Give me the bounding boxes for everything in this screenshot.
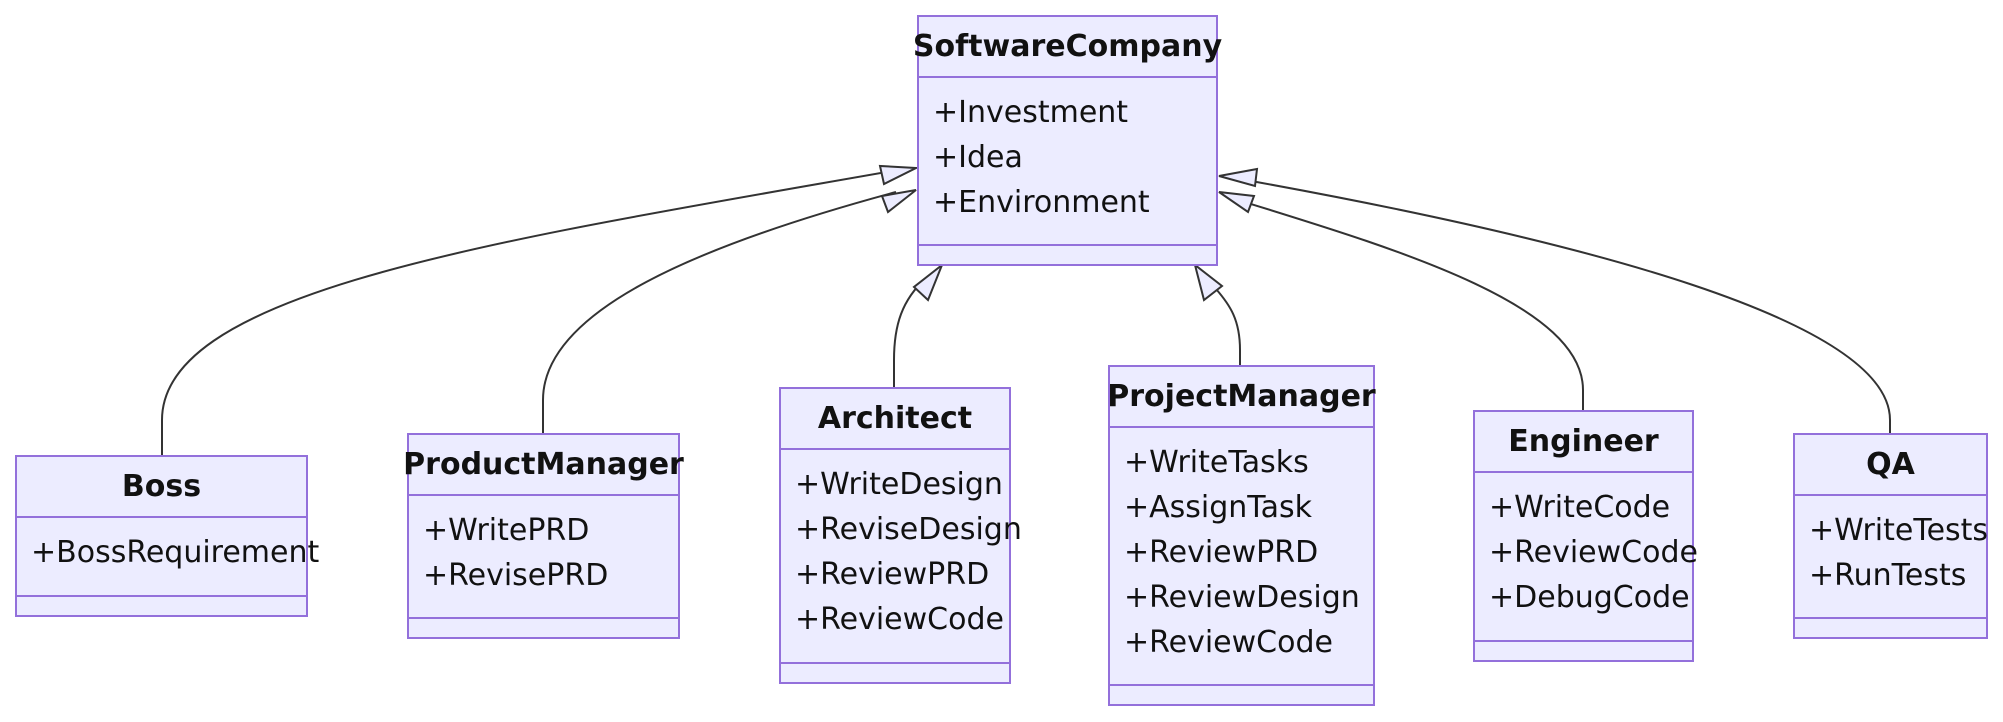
class-methods-boss bbox=[17, 597, 306, 617]
edge-boss-to-softwarecompany bbox=[161, 169, 899, 456]
class-methods-qa bbox=[1795, 619, 1986, 639]
member: +WriteDesign bbox=[795, 467, 1003, 502]
member: +ReviewPRD bbox=[1124, 535, 1319, 570]
member: +ReviewCode bbox=[1489, 535, 1698, 570]
arrowhead-projectmanager bbox=[1193, 262, 1224, 302]
class-title-softwarecompany: SoftwareCompany bbox=[913, 17, 1222, 78]
class-boss[interactable]: Boss +BossRequirement bbox=[15, 455, 320, 617]
class-engineer[interactable]: Engineer +WriteCode +ReviewCode +DebugCo… bbox=[1473, 410, 1698, 662]
class-title-engineer: Engineer bbox=[1475, 412, 1692, 473]
arrowhead-qa bbox=[1218, 167, 1259, 188]
class-productmanager[interactable]: ProductManager +WritePRD +RevisePRD bbox=[403, 433, 684, 639]
member: +Investment bbox=[933, 95, 1129, 130]
member: +ReviewPRD bbox=[795, 557, 990, 592]
arrowhead-boss bbox=[878, 164, 920, 186]
edge-projectmanager-to-softwarecompany bbox=[1215, 288, 1241, 366]
member: +Environment bbox=[933, 185, 1150, 220]
class-title-projectmanager: ProjectManager bbox=[1107, 367, 1376, 428]
class-title-productmanager: ProductManager bbox=[403, 435, 684, 496]
member: +RunTests bbox=[1809, 558, 1967, 593]
class-methods-architect bbox=[781, 664, 1009, 684]
class-members-softwarecompany: +Investment +Idea +Environment bbox=[919, 78, 1216, 246]
class-title-architect: Architect bbox=[781, 389, 1009, 450]
class-members-projectmanager: +WriteTasks +AssignTask +ReviewPRD +Revi… bbox=[1110, 428, 1373, 686]
class-methods-engineer bbox=[1475, 642, 1692, 662]
member: +ReviewDesign bbox=[1124, 580, 1360, 615]
class-members-productmanager: +WritePRD +RevisePRD bbox=[409, 496, 678, 619]
class-architect[interactable]: Architect +WriteDesign +ReviseDesign +Re… bbox=[779, 387, 1022, 684]
edge-productmanager-to-softwarecompany bbox=[542, 191, 897, 434]
class-softwarecompany[interactable]: SoftwareCompany +Investment +Idea +Envir… bbox=[913, 15, 1222, 266]
member: +ReviewCode bbox=[1124, 625, 1333, 660]
arrowhead-productmanager bbox=[880, 189, 917, 214]
class-members-architect: +WriteDesign +ReviseDesign +ReviewPRD +R… bbox=[781, 450, 1022, 664]
arrowhead-engineer bbox=[1218, 191, 1256, 214]
class-members-engineer: +WriteCode +ReviewCode +DebugCode bbox=[1475, 473, 1698, 642]
member: +ReviseDesign bbox=[795, 512, 1022, 547]
member: +WriteTests bbox=[1809, 513, 1989, 548]
edge-qa-to-softwarecompany bbox=[1239, 178, 1891, 434]
arrowhead-architect bbox=[912, 261, 945, 302]
class-members-qa: +WriteTests +RunTests bbox=[1795, 496, 1989, 619]
member: +WriteCode bbox=[1489, 490, 1671, 525]
class-qa[interactable]: QA +WriteTests +RunTests bbox=[1793, 433, 1988, 639]
member: +ReviewCode bbox=[795, 602, 1004, 637]
class-title-qa: QA bbox=[1795, 435, 1986, 496]
class-title-boss: Boss bbox=[17, 457, 306, 518]
class-methods-projectmanager bbox=[1110, 686, 1373, 706]
class-methods-productmanager bbox=[409, 619, 678, 639]
edge-engineer-to-softwarecompany bbox=[1237, 199, 1584, 411]
member: +RevisePRD bbox=[423, 558, 609, 593]
member: +AssignTask bbox=[1124, 490, 1313, 525]
class-projectmanager[interactable]: ProjectManager +WriteTasks +AssignTask +… bbox=[1107, 365, 1376, 706]
class-members-boss: +BossRequirement bbox=[17, 518, 320, 597]
member: +DebugCode bbox=[1489, 580, 1690, 615]
member: +BossRequirement bbox=[31, 535, 320, 570]
member: +Idea bbox=[933, 140, 1023, 175]
member: +WritePRD bbox=[423, 513, 590, 548]
member: +WriteTasks bbox=[1124, 445, 1309, 480]
class-methods-softwarecompany bbox=[919, 246, 1216, 266]
